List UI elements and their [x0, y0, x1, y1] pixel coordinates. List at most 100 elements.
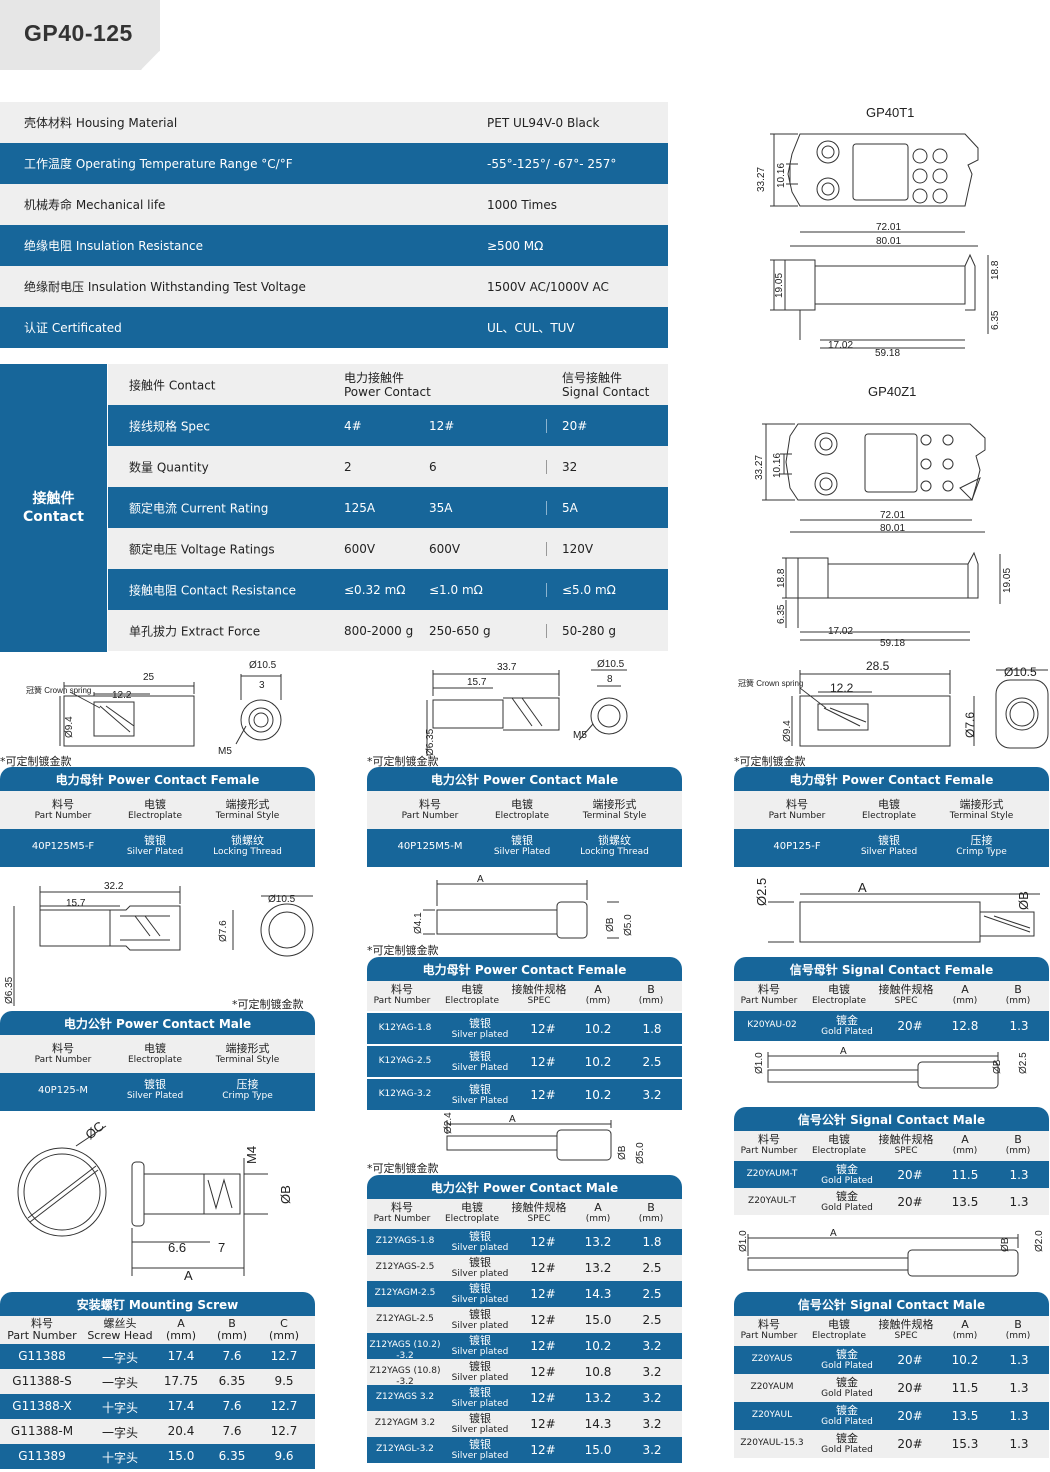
gp40t1-side-view: [770, 253, 989, 349]
table-title: 电力公针 Power Contact Male: [367, 1175, 682, 1199]
gold-plate-note: *可定制镀金款: [367, 944, 439, 957]
svg-text:A: A: [830, 1228, 837, 1239]
svg-text:A: A: [477, 874, 484, 885]
table-header-cell: B(mm): [1005, 1133, 1031, 1157]
mounting-screw-drawing: ØC M4 ØB 6.6 7 A: [17, 1118, 293, 1283]
svg-text:Ø2.5: Ø2.5: [754, 878, 769, 906]
svg-text:M5: M5: [573, 730, 587, 741]
svg-text:Ø9.4: Ø9.4: [64, 716, 75, 738]
svg-text:A: A: [184, 1268, 193, 1283]
svg-text:17.02: 17.02: [828, 626, 853, 637]
table-title: 安装螺钉 Mounting Screw: [0, 1292, 315, 1316]
gold-plate-note: *可定制镀金款: [367, 1162, 439, 1175]
svg-text:18.8: 18.8: [776, 568, 787, 588]
gp40t1-top-view: [770, 133, 979, 247]
svg-text:18.8: 18.8: [990, 260, 1001, 280]
svg-text:M4: M4: [244, 1146, 259, 1164]
svg-text:A: A: [840, 1046, 847, 1057]
table-header-cell: B(mm): [1005, 983, 1031, 1007]
svg-text:Ø2.4: Ø2.4: [443, 1112, 454, 1134]
power-female-m5-drawing: 25 12.2 Ø9.4 Ø10.5 3 M5 冠簧 Crown spring: [26, 660, 282, 757]
table-title: 电力母针 Power Contact Female: [367, 957, 682, 981]
svg-text:10.16: 10.16: [776, 163, 787, 188]
female-12-drawing: A Ø4.1 ØB Ø5.0: [413, 874, 634, 939]
gp40z1-label: GP40Z1: [868, 384, 916, 399]
svg-text:7: 7: [218, 1240, 225, 1255]
table-header-cell: B(mm): [638, 983, 664, 1007]
contact-side-cn: 接触件: [32, 491, 75, 507]
table-title: 电力公针 Power Contact Male: [0, 1011, 315, 1035]
svg-text:59.18: 59.18: [880, 638, 905, 649]
svg-text:33.27: 33.27: [754, 455, 765, 480]
svg-text:ØB: ØB: [278, 1185, 293, 1204]
svg-text:6.6: 6.6: [168, 1240, 186, 1255]
svg-text:Ø2.0: Ø2.0: [1034, 1230, 1045, 1252]
svg-text:15.7: 15.7: [66, 898, 86, 909]
contact-side-label: 接触件 Contact: [0, 364, 107, 652]
gp40t1-label: GP40T1: [866, 105, 914, 120]
table-header-cell: A(mm): [585, 983, 611, 1007]
table-header-cell: B(mm): [638, 1201, 664, 1225]
svg-text:32.2: 32.2: [104, 881, 124, 892]
spec-row: 绝缘耐电压 Insulation Withstanding Test Volta…: [0, 266, 668, 307]
svg-text:Ø1.0: Ø1.0: [754, 1052, 765, 1074]
svg-text:Ø7.6: Ø7.6: [963, 712, 977, 738]
svg-text:冠簧 Crown spring: 冠簧 Crown spring: [738, 678, 803, 688]
svg-text:Ø10.5: Ø10.5: [249, 660, 277, 671]
svg-text:6.35: 6.35: [776, 604, 787, 624]
gp40z1-drawing: GP40Z1 33.27 10.16 72.01 80.01 18.8 6.35…: [754, 384, 1013, 649]
svg-text:Ø10.5: Ø10.5: [597, 659, 625, 670]
svg-text:80.01: 80.01: [876, 236, 901, 247]
svg-text:ØB: ØB: [1016, 891, 1031, 910]
table-header-cell: A(mm): [952, 983, 978, 1007]
gp40z1-side-view: [782, 551, 1001, 641]
svg-text:ØB: ØB: [992, 1059, 1003, 1074]
svg-text:10.16: 10.16: [772, 453, 783, 478]
table-title: 信号公针 Signal Contact Male: [734, 1107, 1049, 1131]
svg-text:59.18: 59.18: [875, 348, 900, 359]
contact-row: 接触电阻 Contact Resistance≤0.32 mΩ≤1.0 mΩ≤5…: [108, 569, 668, 610]
svg-text:Ø5.0: Ø5.0: [635, 1142, 646, 1164]
power-male-drawing: 32.2 15.7 Ø10.5 Ø7.6 Ø6.35: [4, 881, 314, 1006]
svg-text:A: A: [509, 1114, 516, 1125]
